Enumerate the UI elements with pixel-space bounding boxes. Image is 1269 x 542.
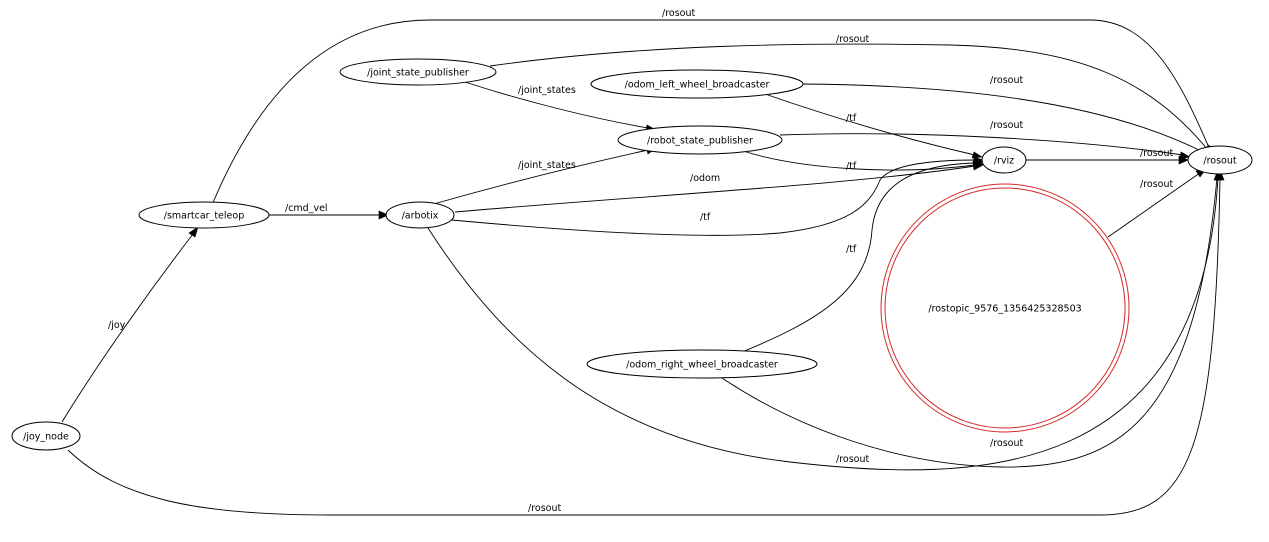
edge-rviz-to-rosout: /rosout: [1025, 148, 1189, 165]
node-label: /rosout: [1203, 156, 1236, 167]
edge-label: /rosout: [528, 503, 561, 514]
node-rostopic[interactable]: /rostopic_9576_1356425328503: [880, 183, 1130, 433]
node-label: /joy_node: [23, 432, 69, 443]
edge-label: /rosout: [836, 454, 869, 465]
node-label: /smartcar_teleop: [164, 211, 244, 222]
edge-odom-left-to-rosout: /rosout: [799, 75, 1211, 157]
node-smartcar-teleop[interactable]: /smartcar_teleop: [138, 201, 270, 229]
node-joy-node[interactable]: /joy_node: [11, 421, 81, 451]
edge-label: /rosout: [1140, 148, 1173, 159]
node-robot-state-publisher[interactable]: /robot_state_publisher: [617, 125, 783, 155]
edge-label: /tf: [846, 244, 857, 255]
edge-label: /rosout: [990, 120, 1023, 131]
edge-label: /joint_states: [518, 85, 576, 96]
edge-label: /tf: [700, 212, 711, 223]
edge-label: /tf: [846, 161, 857, 172]
edge-joy-node-to-rosout: /rosout: [67, 169, 1225, 516]
edge-label: /odom: [690, 173, 720, 184]
edge-label: /rosout: [836, 34, 869, 45]
node-rosout[interactable]: /rosout: [1187, 145, 1253, 175]
edge-teleop-to-arbotix: /cmd_vel: [268, 203, 389, 220]
edge-label: /rosout: [662, 8, 695, 19]
edge-joy-node-to-teleop: /joy: [61, 226, 199, 423]
node-label: /arbotix: [402, 211, 439, 222]
edge-odom-left-to-rviz: /tf: [764, 93, 983, 159]
node-joint-state-publisher[interactable]: /joint_state_publisher: [339, 58, 497, 86]
node-label: /rviz: [994, 156, 1014, 167]
edge-rostopic-to-rosout: /rosout: [1107, 168, 1207, 238]
edge-label: /joint_states: [518, 160, 576, 171]
node-label: /robot_state_publisher: [647, 136, 753, 147]
edge-label: /rosout: [1140, 179, 1173, 190]
node-label: /joint_state_publisher: [367, 68, 469, 79]
node-rviz[interactable]: /rviz: [981, 146, 1027, 174]
node-label: /odom_right_wheel_broadcaster: [626, 360, 778, 371]
node-label: /odom_left_wheel_broadcaster: [625, 80, 770, 91]
edge-joint-state-publisher-to-rosout: /rosout: [489, 34, 1214, 157]
edge-label: /rosout: [990, 438, 1023, 449]
edge-arbotix-to-rsp: /joint_states: [429, 146, 657, 206]
node-arbotix[interactable]: /arbotix: [385, 201, 455, 229]
node-label: /rostopic_9576_1356425328503: [928, 304, 1081, 315]
edge-label: /rosout: [990, 75, 1023, 86]
edge-label: /cmd_vel: [285, 203, 328, 214]
edge-label: /joy: [108, 320, 126, 331]
node-odom-right-wheel-broadcaster[interactable]: /odom_right_wheel_broadcaster: [586, 349, 818, 379]
node-odom-left-wheel-broadcaster[interactable]: /odom_left_wheel_broadcaster: [590, 69, 804, 99]
edge-odom-right-to-rviz: /tf: [741, 158, 984, 353]
edge-label: /tf: [846, 113, 857, 124]
